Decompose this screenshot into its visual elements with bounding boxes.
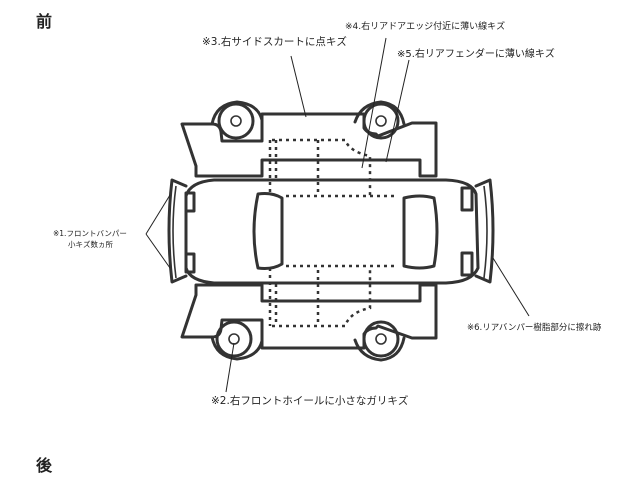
leader-note-1a — [145, 194, 171, 235]
top-headlight-lower — [184, 252, 196, 274]
note-1-front-bumper-line1: ※1.フロントバンパー — [53, 229, 127, 238]
top-taillight-upper — [460, 186, 474, 212]
top-headlight-upper — [184, 191, 196, 213]
top-windshield — [252, 192, 284, 270]
upper-front-hub — [230, 115, 242, 127]
rear-label: 後 — [36, 456, 53, 475]
top-taillight-lower — [460, 251, 474, 277]
lower-rear-arch — [353, 336, 406, 362]
top-rear-bumper-inner — [483, 185, 488, 279]
front-label: 前 — [36, 12, 53, 31]
lower-front-arch — [210, 335, 264, 361]
upper-door-lines — [268, 138, 372, 196]
lower-door-lines — [268, 268, 372, 328]
upper-side-view — [180, 100, 438, 196]
note-2-front-wheel: ※2.右フロントホイールに小さなガリキズ — [211, 395, 409, 407]
note-3-side-skirt: ※3.右サイドスカートに点キズ — [202, 36, 347, 48]
note-1-front-bumper-line2: 小キズ数ヵ所 — [68, 240, 113, 249]
leader-note-4 — [361, 37, 387, 169]
top-rear-window — [402, 194, 439, 270]
note-6-rear-bumper: ※6.リアバンパー樹脂部分に擦れ跡 — [467, 323, 602, 333]
note-5-rear-fender: ※5.右リアフェンダーに薄い線キズ — [397, 49, 555, 60]
lower-rear-hub — [375, 333, 387, 345]
upper-rear-wheel — [362, 102, 400, 140]
top-roof-dashed — [286, 194, 398, 268]
top-body-outline — [184, 178, 480, 285]
note-4-rear-door-edge: ※4.右リアドアエッジ付近に薄い線キズ — [345, 22, 506, 32]
top-view — [167, 178, 495, 285]
leader-note-5 — [385, 59, 410, 163]
leader-note-6 — [492, 257, 530, 317]
upper-rear-arch — [353, 100, 406, 126]
lower-front-wheel — [215, 320, 253, 358]
lower-side-view — [180, 268, 438, 362]
lower-rear-wheel — [362, 320, 400, 358]
lower-front-hub — [228, 333, 240, 345]
top-front-bumper — [167, 178, 188, 284]
leader-lines — [145, 37, 530, 393]
leader-note-3 — [290, 55, 307, 118]
upper-rear-hub — [375, 115, 387, 127]
leader-note-1b — [145, 233, 171, 269]
top-front-bumper-inner — [172, 185, 177, 279]
upper-front-arch — [210, 100, 264, 126]
top-rear-bumper — [474, 178, 495, 284]
upper-front-wheel — [217, 102, 255, 140]
leader-note-2 — [225, 342, 235, 393]
